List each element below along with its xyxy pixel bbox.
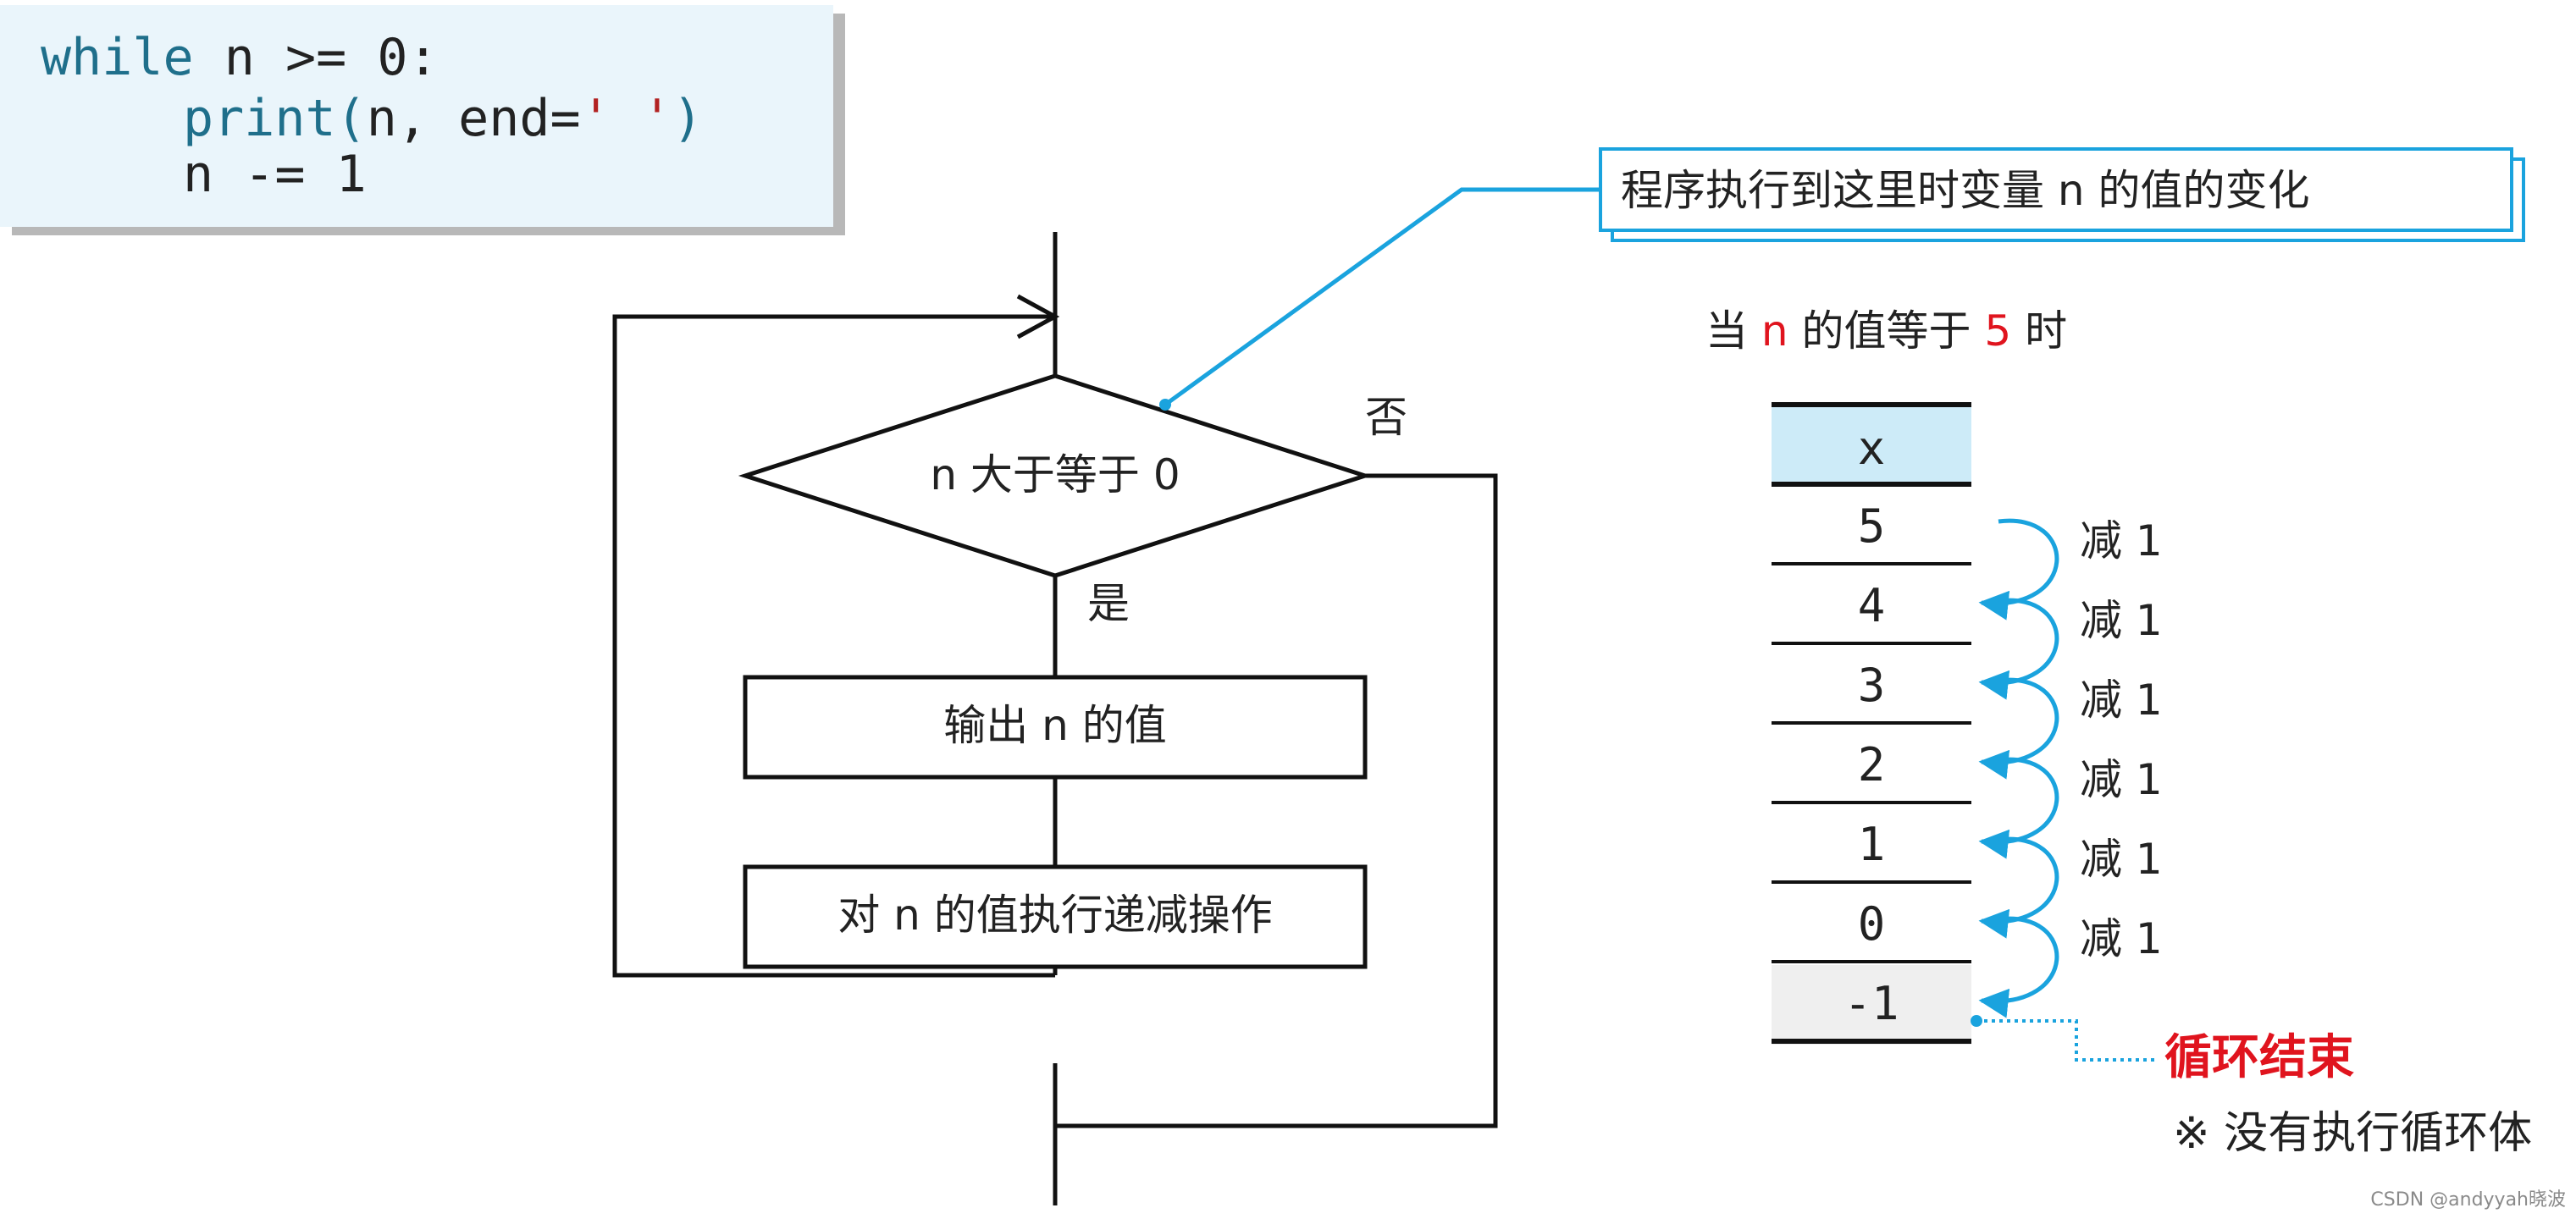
loop-end-label: 循环结束 — [2164, 1030, 2354, 1085]
decrement-label: 减 1 — [2080, 755, 2163, 804]
loop-body-note: ※ 没有执行循环体 — [2173, 1108, 2532, 1159]
table-value: 3 — [1858, 659, 1886, 712]
table-value: 0 — [1858, 897, 1886, 951]
flowchart — [612, 232, 1498, 1205]
table-caption: 当 n 的值等于 5 时 — [1705, 306, 2067, 356]
table-header: x — [1858, 422, 1886, 475]
decrement-arrows: 减 1 减 1 减 1 减 1 减 1 减 1 — [1978, 516, 2163, 1018]
yes-label: 是 — [1087, 579, 1130, 628]
table-value: 4 — [1858, 579, 1886, 632]
value-table: x 5 4 3 2 1 0 -1 减 1 减 1 减 1 减 1 减 1 减 1 — [1772, 402, 2163, 1045]
no-label: 否 — [1365, 393, 1407, 442]
decrement-arrow — [1978, 757, 2059, 859]
no-branch-line — [1055, 473, 1498, 1128]
decrement-label: 减 1 — [2080, 914, 2163, 963]
decrement-arrow — [1978, 916, 2059, 1018]
callout-text: 程序执行到这里时变量 n 的值的变化 — [1621, 166, 2309, 215]
decrement-label: 减 1 — [2080, 835, 2163, 884]
decrement-label: 对 n 的值执行递减操作 — [837, 891, 1272, 940]
condition-label: n 大于等于 0 — [930, 450, 1180, 499]
callout: 程序执行到这里时变量 n 的值的变化 — [1159, 147, 2525, 411]
table-value: -1 — [1844, 977, 1899, 1030]
decrement-label: 减 1 — [2080, 596, 2163, 645]
loop-back-arrowhead — [1016, 294, 1060, 339]
decrement-box — [743, 864, 1368, 969]
callout-box — [1599, 147, 2513, 232]
callout-anchor-dot — [1159, 399, 1171, 411]
table-value: 2 — [1858, 738, 1886, 792]
loop-end-annotation: 循环结束 ※ 没有执行循环体 — [1971, 1015, 2532, 1159]
code-line-2: print(n, end=' ') — [183, 89, 703, 148]
callout-leader-line — [1164, 187, 1600, 407]
table-rows: 5 4 3 2 1 0 -1 — [1772, 402, 1971, 1044]
decrement-arrow — [1978, 836, 2059, 939]
code-line-3: n -= 1 — [183, 145, 367, 204]
code-line-1: while n >= 0: — [41, 28, 439, 87]
table-value: 1 — [1858, 818, 1886, 871]
decrement-label: 减 1 — [2080, 516, 2163, 565]
decrement-arrow — [1978, 518, 2059, 621]
output-label: 输出 n 的值 — [943, 701, 1166, 750]
loop-end-leader — [1976, 1019, 2158, 1062]
code-box: while n >= 0: print(n, end=' ') n -= 1 — [0, 5, 845, 235]
table-header-cell — [1772, 405, 1971, 484]
watermark: CSDN @andyyah晓波 — [2370, 1189, 2566, 1211]
decrement-arrow — [1978, 677, 2059, 780]
table-last-cell — [1772, 965, 1971, 1045]
decrement-label: 减 1 — [2080, 676, 2163, 725]
table-value: 5 — [1858, 499, 1886, 553]
output-box — [743, 675, 1368, 780]
decrement-arrow — [1978, 598, 2059, 700]
loop-back-line — [612, 314, 1055, 978]
